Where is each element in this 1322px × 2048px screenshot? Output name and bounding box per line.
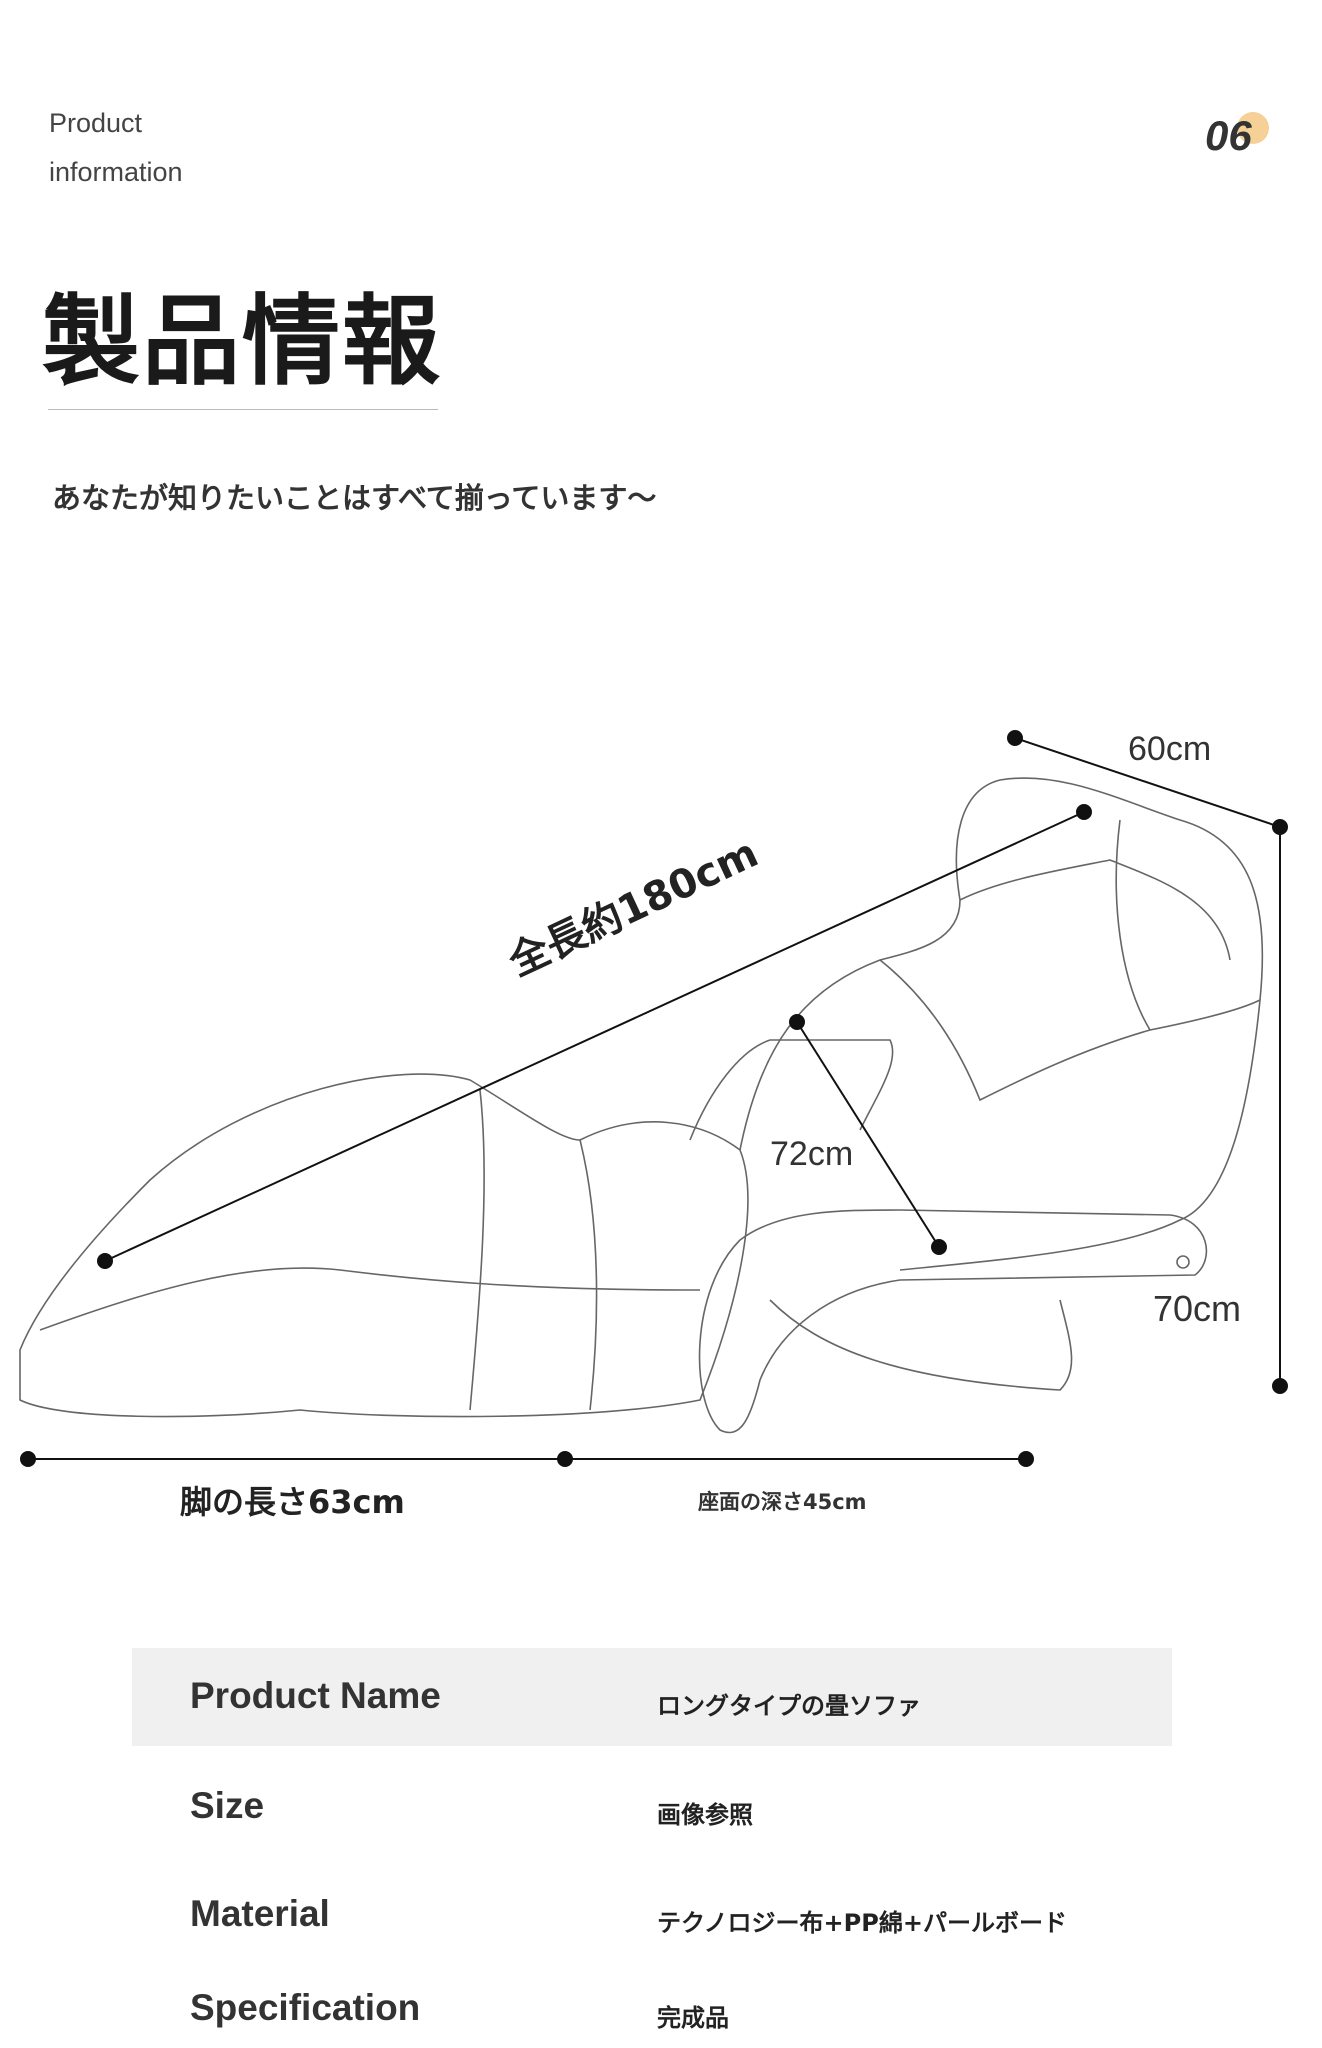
header-label-line2: information <box>49 157 183 187</box>
page-subtitle: あなたが知りたいことはすべて揃っています～ <box>52 481 657 515</box>
spec-key-product-name: Product Name <box>190 1675 441 1716</box>
title-divider <box>48 409 438 410</box>
armrest-length-label: 72cm <box>770 1135 854 1173</box>
dimension-point <box>1007 730 1023 746</box>
seat-depth-label: 座面の深さ45cm <box>698 1490 867 1514</box>
width-label: 60cm <box>1128 730 1212 768</box>
header-label-line1: Product <box>49 108 143 138</box>
spec-value-product-name: ロングタイプの畳ソファ <box>657 1692 921 1720</box>
page-title: 製品情報 <box>42 285 443 399</box>
height-label: 70cm <box>1153 1288 1242 1329</box>
spec-key-material: Material <box>190 1893 330 1934</box>
spec-key-size: Size <box>190 1785 265 1826</box>
spec-row-highlight <box>132 1648 1172 1746</box>
spec-key-specification: Specification <box>190 1987 421 2028</box>
spec-value-specification: 完成品 <box>657 2004 729 2032</box>
sofa-dimension-diagram: 60cm 全長約180cm 72cm 70cm 脚の長さ63cm 座面の深さ45… <box>0 700 1322 1521</box>
spec-value-size: 画像参照 <box>657 1801 753 1829</box>
page-number: 06 <box>1205 112 1252 159</box>
leg-length-label: 脚の長さ63cm <box>180 1483 405 1521</box>
page-number-accent-dot <box>1237 112 1269 144</box>
spec-value-material: テクノロジー布+PP綿+パールボード <box>657 1909 1067 1937</box>
sofa-illustration <box>19 730 1288 1467</box>
